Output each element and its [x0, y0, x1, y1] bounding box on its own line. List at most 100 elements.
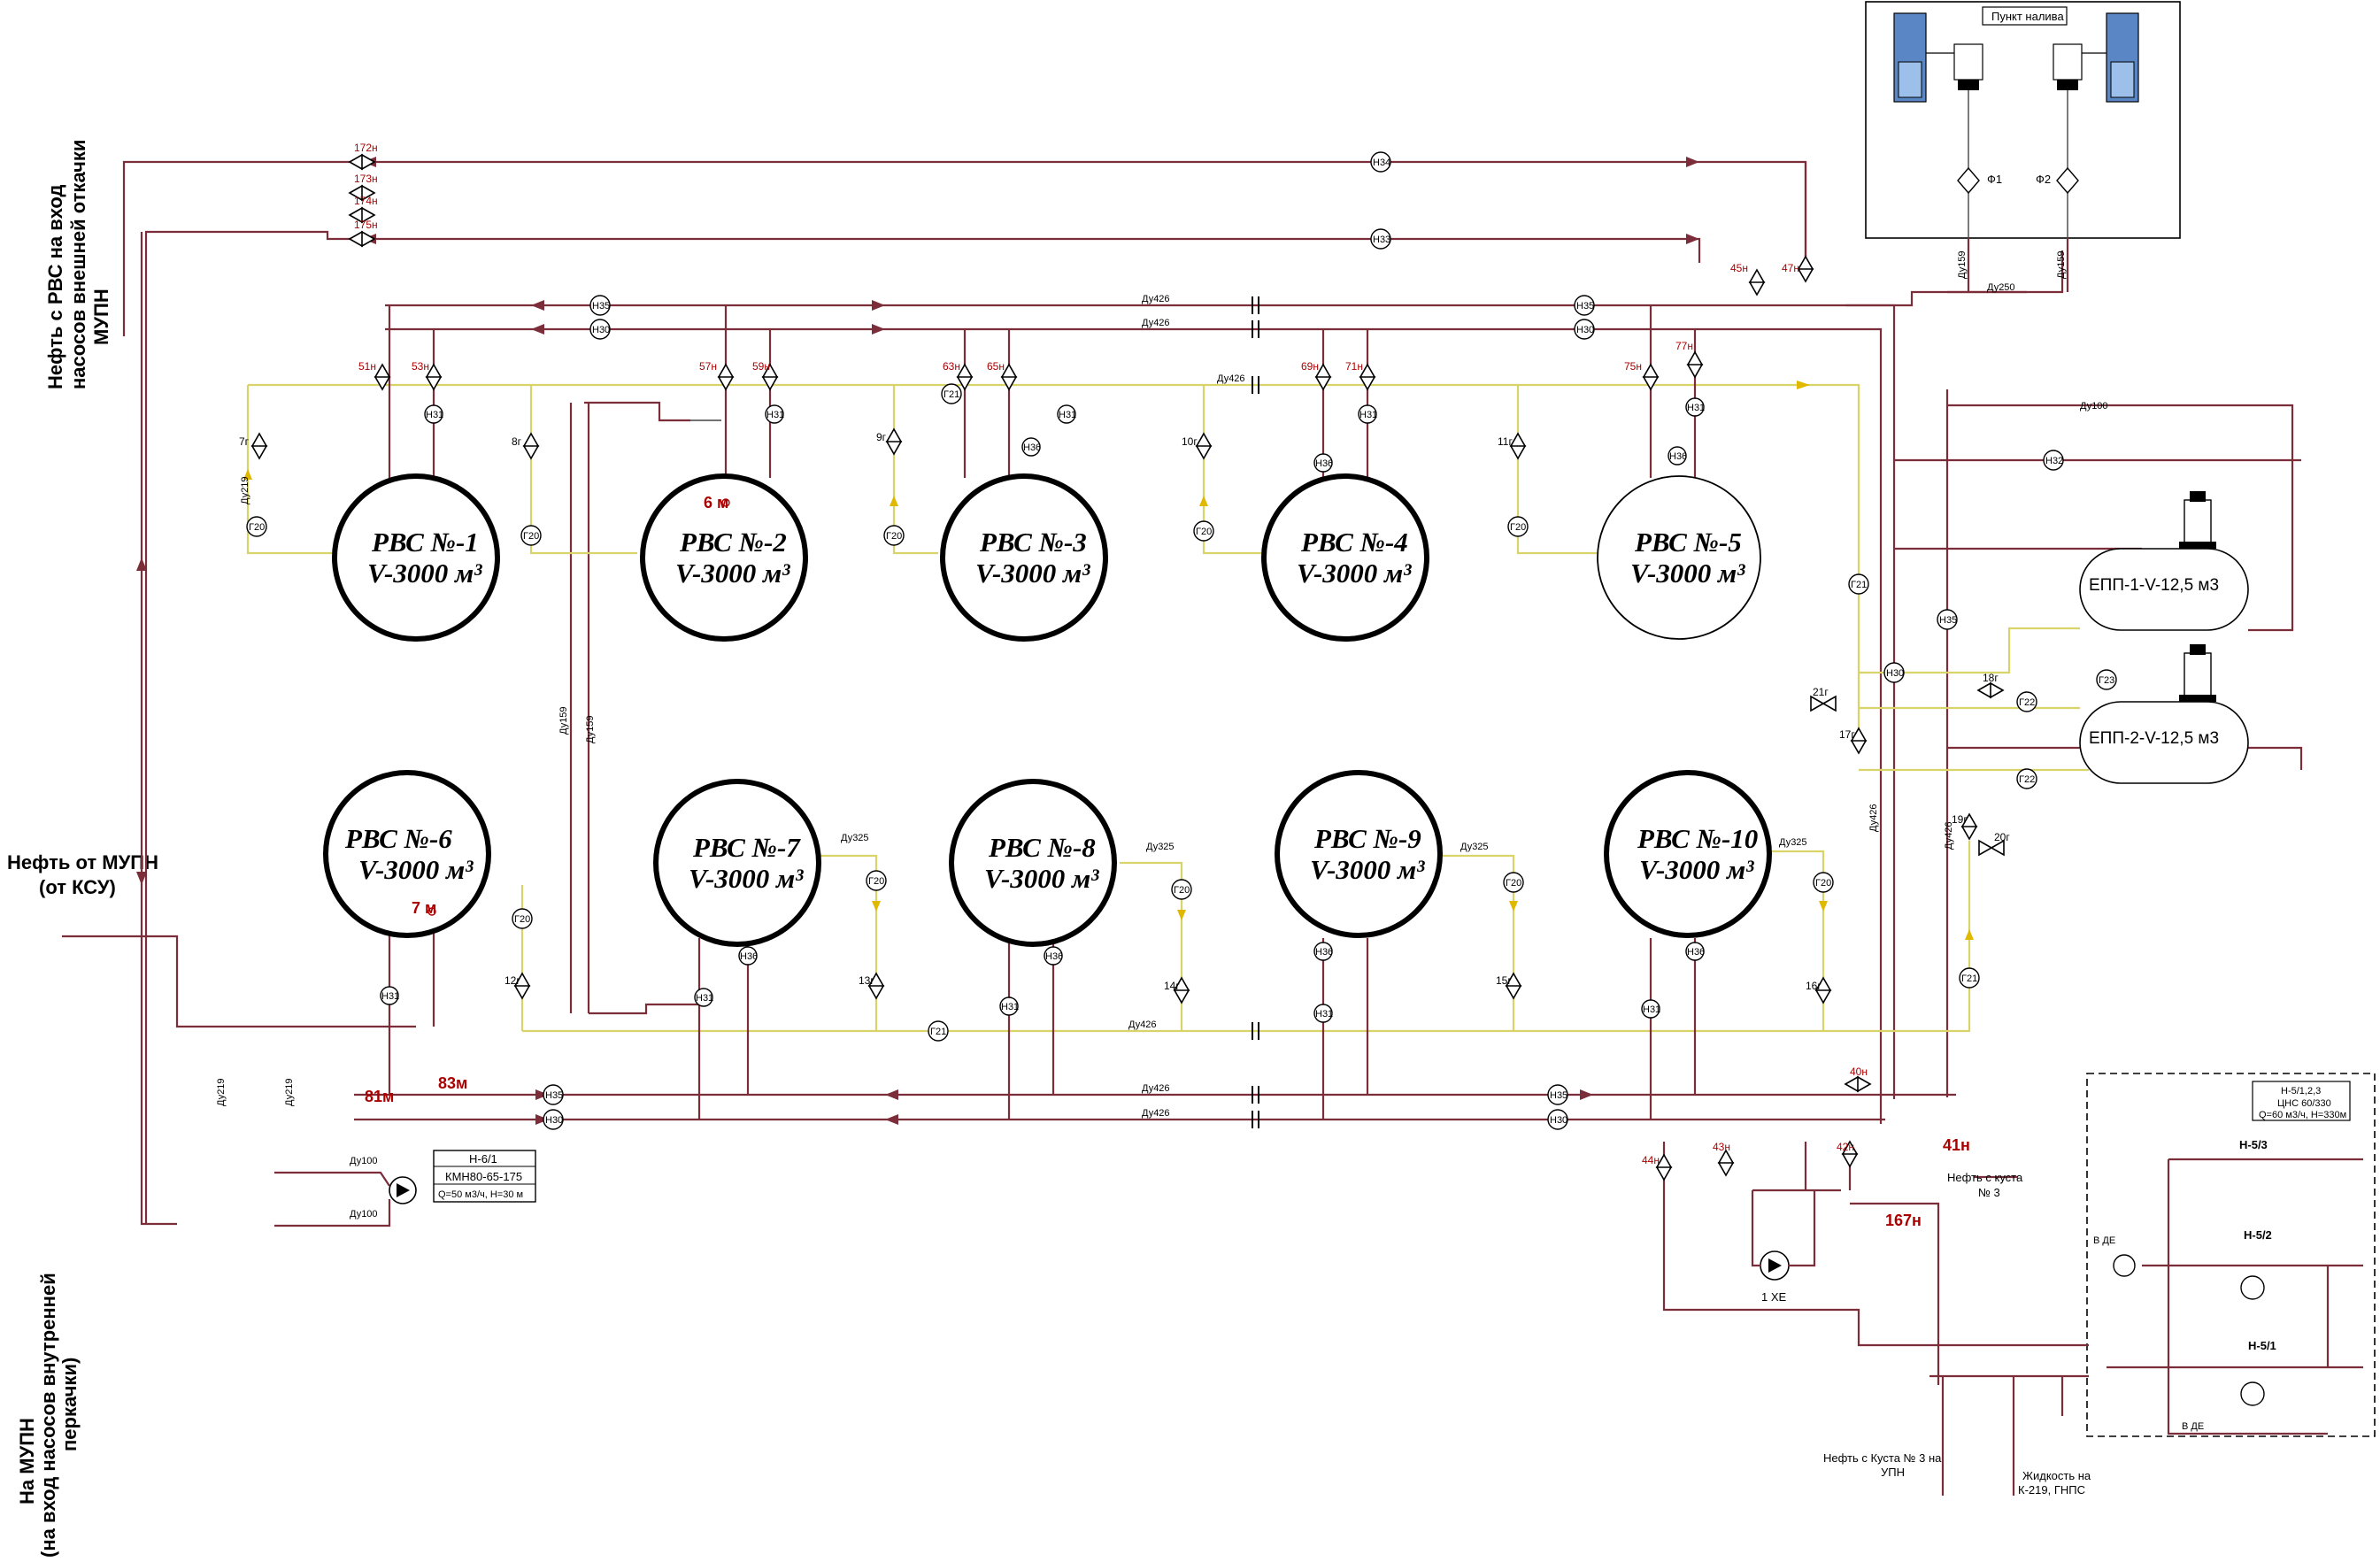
svg-text:На МУПН: На МУПН: [16, 1418, 38, 1504]
svg-text:Нефть с Куста № 3 на: Нефть с Куста № 3 на: [1823, 1451, 1942, 1465]
svg-text:К-219, ГНПС: К-219, ГНПС: [2018, 1483, 2085, 1497]
svg-text:7г: 7г: [239, 435, 250, 448]
svg-text:ЦНС 60/330: ЦНС 60/330: [2277, 1098, 2331, 1109]
tank-rvs-2: РВС №-2 V-3000 м³: [640, 473, 808, 642]
svg-text:ЕПП-2-V-12,5 м3: ЕПП-2-V-12,5 м3: [2089, 729, 2219, 748]
svg-text:Н31: Н31: [1315, 1009, 1333, 1020]
svg-text:71н: 71н: [1345, 360, 1363, 373]
svg-text:Нефть от МУПН: Нефть от МУПН: [7, 851, 158, 873]
svg-text:Н31: Н31: [1001, 1002, 1019, 1012]
svg-text:Ду219: Ду219: [216, 1078, 227, 1106]
svg-text:РВС №-10: РВС №-10: [1637, 823, 1758, 854]
svg-text:Ду100: Ду100: [350, 1209, 378, 1220]
svg-text:Г20: Г20: [868, 876, 884, 887]
svg-text:Н30: Н30: [1550, 1115, 1567, 1126]
line-tags: Н34 Н33 Н35 Н30 Н35 Н30 Н35 Н30 Н35 Н30 …: [246, 151, 2117, 1130]
loading-point: Пункт налива Ф1 Ф2 Ду159 Ду159 Ду250: [1865, 1, 2181, 293]
svg-text:Н-6/1: Н-6/1: [469, 1152, 497, 1166]
svg-text:8г: 8г: [512, 435, 522, 448]
lower-right-piping: [1662, 1142, 2089, 1496]
tank-rvs-7: РВС №-7 V-3000 м³: [653, 779, 821, 947]
svg-text:Ду159: Ду159: [585, 715, 596, 743]
svg-text:Н31: Н31: [426, 410, 443, 420]
svg-text:V-3000 м³: V-3000 м³: [1630, 558, 1745, 589]
svg-text:53н: 53н: [412, 360, 429, 373]
svg-text:Нефть с куста: Нефть с куста: [1947, 1171, 2023, 1184]
svg-text:Ду325: Ду325: [1146, 842, 1175, 852]
svg-text:Ду426: Ду426: [1944, 821, 1954, 850]
svg-text:Г20: Г20: [1174, 885, 1190, 896]
svg-text:16г: 16г: [1806, 980, 1822, 992]
svg-text:ЕПП-1-V-12,5 м3: ЕПП-1-V-12,5 м3: [2089, 576, 2219, 595]
svg-text:V-3000 м³: V-3000 м³: [1639, 854, 1754, 885]
svg-text:Г21: Г21: [1851, 580, 1867, 590]
svg-text:V-3000 м³: V-3000 м³: [689, 863, 804, 894]
svg-text:63н: 63н: [943, 360, 960, 373]
svg-text:Ду426: Ду426: [1142, 318, 1170, 328]
svg-text:УПН: УПН: [1881, 1466, 1905, 1479]
svg-text:В ДЕ: В ДЕ: [2093, 1235, 2115, 1246]
svg-text:Н31: Н31: [1643, 1004, 1660, 1015]
svg-text:83м: 83м: [438, 1074, 467, 1092]
svg-text:РВС №-2: РВС №-2: [679, 527, 787, 558]
svg-text:РВС №-7: РВС №-7: [692, 832, 801, 863]
svg-text:14г: 14г: [1164, 980, 1180, 992]
svg-text:Н35: Н35: [1576, 301, 1594, 312]
svg-text:173н: 173н: [354, 173, 378, 185]
svg-text:Пункт налива: Пункт налива: [1991, 10, 2064, 23]
tank-rvs-5: РВС №-5 V-3000 м³: [1597, 475, 1761, 640]
svg-text:КМН80-65-175: КМН80-65-175: [445, 1170, 522, 1183]
svg-text:40н: 40н: [1850, 1066, 1868, 1078]
svg-text:Н35: Н35: [592, 301, 610, 312]
svg-text:Жидкость на: Жидкость на: [2022, 1469, 2091, 1482]
svg-text:Ф2: Ф2: [2036, 173, 2051, 186]
svg-text:69н: 69н: [1301, 360, 1319, 373]
svg-text:Н33: Н33: [1373, 235, 1390, 245]
svg-text:Г20: Г20: [514, 914, 530, 925]
svg-text:Г21: Г21: [1961, 973, 1977, 984]
svg-text:Н36: Н36: [1023, 442, 1041, 453]
svg-text:Н30: Н30: [592, 325, 610, 335]
tank-rvs-4: РВС №-4 V-3000 м³: [1261, 473, 1429, 642]
tank-rvs-9: РВС №-9 V-3000 м³: [1275, 770, 1443, 938]
svg-text:41н: 41н: [1943, 1136, 1970, 1154]
svg-text:V-3000 м³: V-3000 м³: [984, 863, 1099, 894]
svg-text:77н: 77н: [1675, 340, 1693, 352]
svg-text:Г20: Г20: [1506, 878, 1521, 889]
svg-text:Ду426: Ду426: [1217, 373, 1245, 384]
svg-text:Н-5/3: Н-5/3: [2239, 1138, 2268, 1151]
svg-text:Ду325: Ду325: [1460, 842, 1489, 852]
svg-text:175н: 175н: [354, 219, 378, 231]
svg-text:Г21: Г21: [944, 389, 959, 400]
svg-text:Н-5/2: Н-5/2: [2244, 1228, 2272, 1242]
svg-text:174н: 174н: [354, 195, 378, 207]
break-marks: [1252, 296, 1259, 1128]
svg-text:Н-5/1: Н-5/1: [2248, 1339, 2276, 1352]
svg-text:Н35: Н35: [1939, 615, 1957, 626]
svg-text:Ду159: Ду159: [1957, 250, 1968, 279]
svg-text:Ду426: Ду426: [1142, 1108, 1170, 1119]
svg-text:РВС №-4: РВС №-4: [1300, 527, 1408, 558]
svg-text:Н31: Н31: [381, 991, 399, 1002]
svg-text:13г: 13г: [859, 974, 874, 987]
svg-text:Н36: Н36: [1045, 951, 1063, 962]
bottom-left-label: На МУПН (на вход насосов внутренней перк…: [16, 1273, 81, 1558]
svg-text:Г20: Г20: [886, 531, 902, 542]
svg-text:Ду426: Ду426: [1868, 804, 1879, 832]
svg-text:(на вход насосов внутренней: (на вход насосов внутренней: [37, 1273, 59, 1558]
svg-text:Г20: Г20: [1196, 527, 1212, 537]
valves: 172н 173н 174н 175н 51н 53н 57н 59н 63н …: [239, 142, 2010, 1229]
svg-text:172н: 172н: [354, 142, 378, 154]
svg-text:81м: 81м: [365, 1088, 394, 1105]
svg-text:МУПН: МУПН: [90, 289, 112, 345]
svg-text:Н36: Н36: [740, 951, 758, 962]
svg-text:10г: 10г: [1182, 435, 1198, 448]
svg-text:Н30: Н30: [545, 1115, 563, 1126]
svg-text:Н31: Н31: [696, 993, 713, 1004]
svg-text:20г: 20г: [1994, 831, 2010, 843]
svg-text:11г: 11г: [1498, 435, 1513, 448]
svg-text:65н: 65н: [987, 360, 1005, 373]
vessel-epp-1: ЕПП-1-V-12,5 м3: [2079, 491, 2249, 631]
svg-text:Ду325: Ду325: [1779, 837, 1807, 848]
svg-text:Ду159: Ду159: [558, 706, 569, 735]
